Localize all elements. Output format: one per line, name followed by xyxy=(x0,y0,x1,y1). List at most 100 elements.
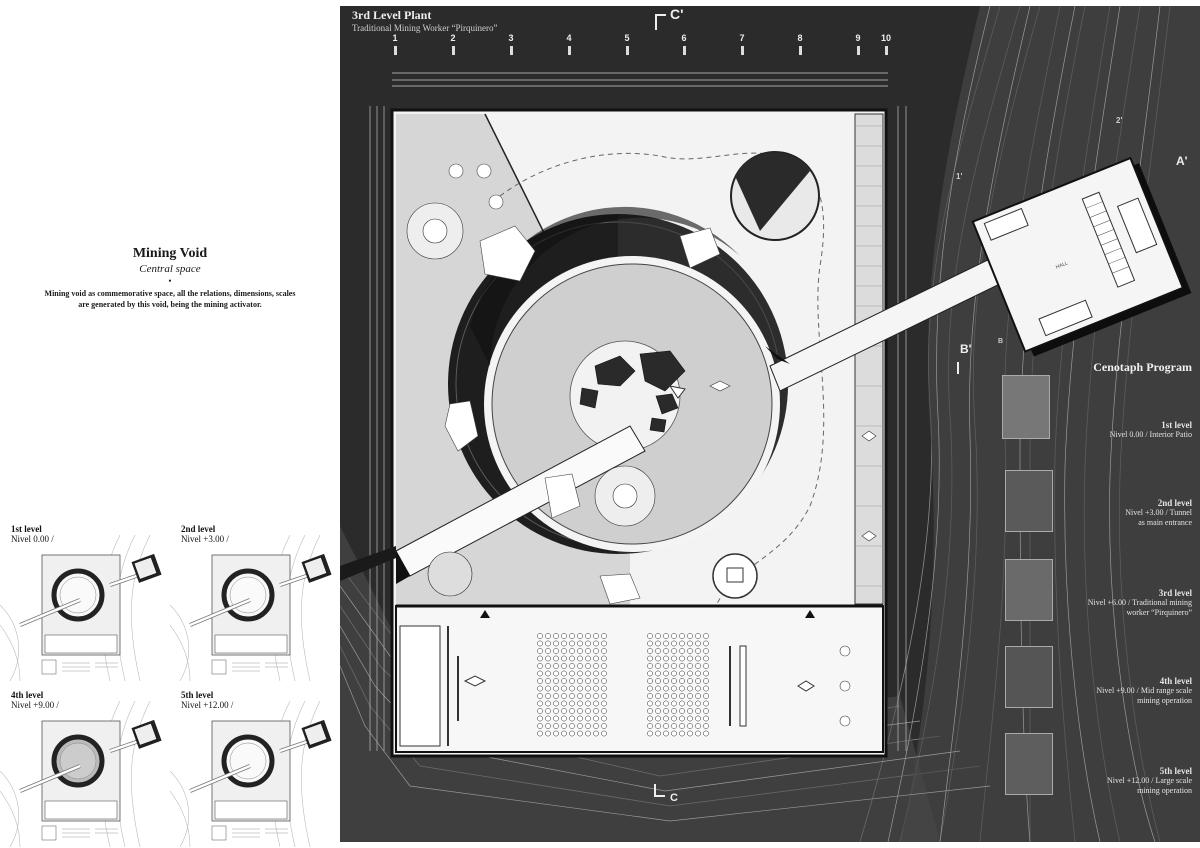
grid-axis-label: 8 xyxy=(797,33,803,43)
seat xyxy=(663,640,669,647)
seat xyxy=(663,693,669,699)
seat xyxy=(569,655,575,662)
grid-axis-tick xyxy=(452,46,455,55)
seat xyxy=(561,715,567,722)
seat xyxy=(695,685,701,692)
seat xyxy=(537,708,543,714)
grid-axis-label: 9 xyxy=(855,33,861,43)
intro-subtitle: Central space xyxy=(139,263,201,275)
grid-axis-label: 7 xyxy=(739,33,745,43)
grid-axis-label: 5 xyxy=(624,33,630,43)
grid-axis-tick xyxy=(683,46,686,55)
seat xyxy=(663,678,669,684)
seat xyxy=(545,633,551,639)
seat xyxy=(585,708,591,714)
seat xyxy=(655,685,661,692)
seat xyxy=(593,633,599,639)
section-marker-a-prime: A' xyxy=(1176,154,1188,168)
seat xyxy=(593,730,599,737)
cenotaph-thumb-3 xyxy=(1005,559,1053,621)
seat xyxy=(553,633,559,639)
mini-plan-level: 4th level xyxy=(11,690,44,700)
seat xyxy=(553,648,559,654)
seat xyxy=(679,633,685,639)
seat xyxy=(703,715,709,722)
seat xyxy=(601,723,607,729)
seat xyxy=(593,700,599,707)
grid-axis-tick xyxy=(626,46,629,55)
seat xyxy=(561,670,567,677)
seat xyxy=(577,723,583,729)
seat xyxy=(545,700,551,707)
seat xyxy=(687,723,693,729)
seat xyxy=(561,723,567,729)
grid-axis-tick xyxy=(799,46,802,55)
seat xyxy=(561,633,567,639)
seat xyxy=(695,640,701,647)
seat xyxy=(545,670,551,677)
seat xyxy=(537,685,543,692)
seat xyxy=(647,633,653,639)
seat xyxy=(545,663,551,669)
level-marker xyxy=(709,380,731,392)
trees xyxy=(406,202,656,597)
seat xyxy=(663,715,669,722)
seat xyxy=(553,700,559,707)
plan-subtitle: Traditional Mining Worker “Pirquinero” xyxy=(352,23,498,33)
seat xyxy=(545,715,551,722)
seat xyxy=(647,670,653,677)
mini-plan-nivel: Nivel +9.00 / xyxy=(11,700,59,710)
cenotaph-level: 5th level xyxy=(1159,766,1192,776)
seat xyxy=(687,655,693,662)
hall-building: HALL xyxy=(971,156,1192,357)
seat xyxy=(687,708,693,714)
cenotaph-line1: Nivel +3.00 / Tunnel xyxy=(1125,508,1192,517)
seat xyxy=(647,693,653,699)
seat xyxy=(569,678,575,684)
mini-plan-level: 5th level xyxy=(181,690,214,700)
seat xyxy=(703,640,709,647)
seat xyxy=(655,633,661,639)
seat xyxy=(663,633,669,639)
cenotaph-line2: mining operation xyxy=(1137,786,1192,795)
seat xyxy=(577,730,583,737)
seat xyxy=(663,700,669,707)
seat xyxy=(655,708,661,714)
seat xyxy=(561,640,567,647)
seat xyxy=(655,723,661,729)
seat xyxy=(647,715,653,722)
grid-axis-label: 6 xyxy=(681,33,687,43)
seat xyxy=(537,633,543,639)
seat xyxy=(545,655,551,662)
seat xyxy=(561,700,567,707)
seat xyxy=(569,715,575,722)
seat xyxy=(671,633,677,639)
cenotaph-thumb-2 xyxy=(1005,470,1053,532)
seat xyxy=(569,633,575,639)
seat xyxy=(671,730,677,737)
seat xyxy=(687,663,693,669)
seat xyxy=(647,648,653,654)
seat xyxy=(585,640,591,647)
seat xyxy=(687,633,693,639)
seat xyxy=(577,633,583,639)
seat xyxy=(671,640,677,647)
rock-sculptures xyxy=(579,350,686,433)
seat xyxy=(671,723,677,729)
seat xyxy=(663,648,669,654)
restrooms xyxy=(399,625,441,747)
seat xyxy=(695,648,701,654)
seat xyxy=(553,715,559,722)
seat xyxy=(601,655,607,662)
seat xyxy=(655,640,661,647)
circulation-path xyxy=(499,152,825,627)
seat xyxy=(647,640,653,647)
seat xyxy=(569,663,575,669)
seat xyxy=(601,693,607,699)
seat xyxy=(679,670,685,677)
grid-axis-label: 4 xyxy=(566,33,572,43)
seat xyxy=(553,693,559,699)
seat xyxy=(687,693,693,699)
seat xyxy=(663,685,669,692)
seat xyxy=(703,693,709,699)
